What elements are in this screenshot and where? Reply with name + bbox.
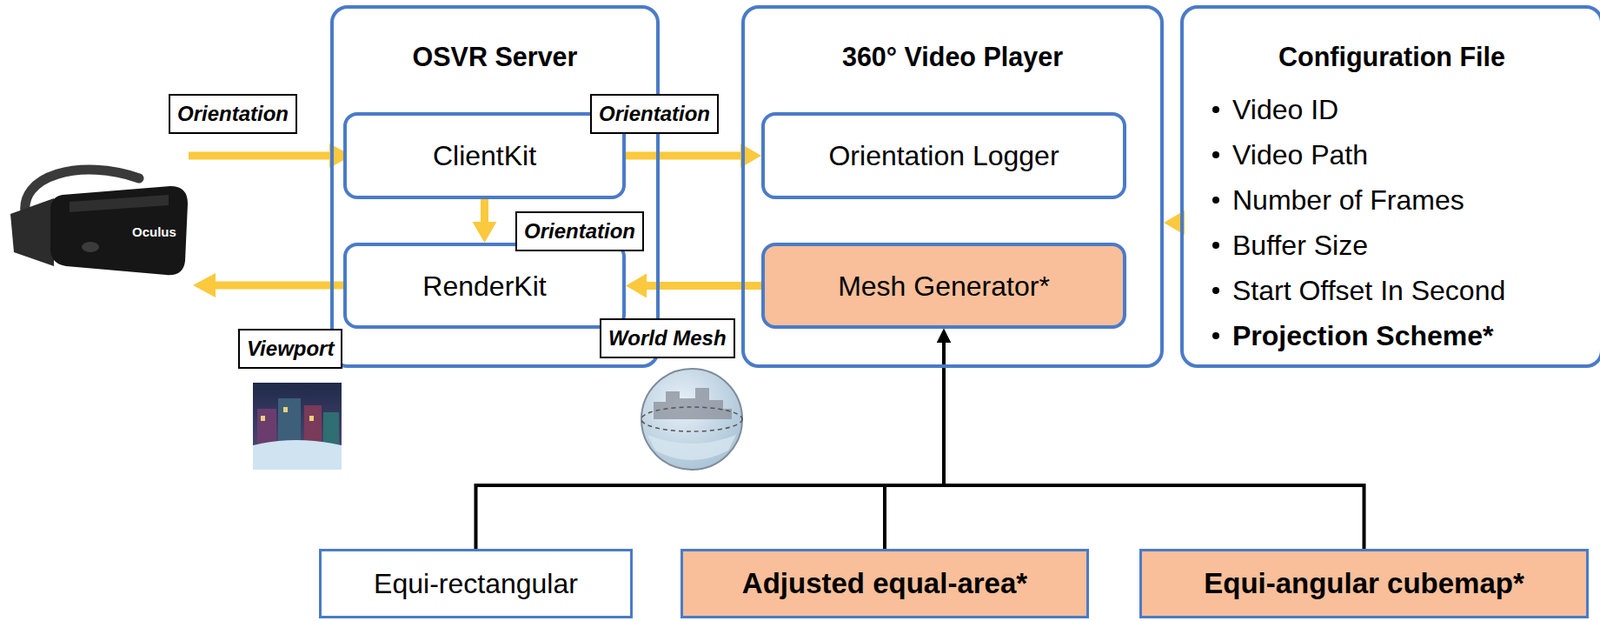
edge-label: World Mesh [608, 325, 727, 352]
vr-headset [10, 169, 188, 275]
arrow-head [936, 328, 951, 343]
config-item: Projection Scheme* [1232, 318, 1494, 352]
module-box: RenderKit [343, 242, 626, 329]
box-label: Equi-angular cubemap* [1203, 566, 1525, 600]
player-container: 360° Video PlayerOrientation LoggerMesh … [741, 5, 1164, 368]
box-label: Equi-rectangular [373, 566, 578, 600]
edge-label: Orientation [524, 218, 636, 245]
bullet-dot [1212, 151, 1220, 159]
config-item: Video Path [1232, 138, 1368, 172]
config-item: Video ID [1232, 92, 1339, 127]
connector-line [476, 340, 945, 549]
world-mesh-sphere [641, 368, 743, 470]
server-container: OSVR ServerClientKitRenderKit [330, 5, 660, 368]
box-label: Mesh Generator* [837, 269, 1050, 303]
signal-label: Orientation [177, 100, 289, 127]
config-item: Start Offset In Second [1232, 273, 1506, 307]
module-box: ClientKit [343, 112, 626, 200]
bullet-row: Buffer Size [1212, 222, 1600, 268]
projection-box: Equi-rectangular [318, 548, 633, 618]
connector-line [480, 199, 489, 224]
brand-logo: Oculus [132, 224, 177, 240]
edge-label: Orientation [598, 100, 711, 127]
container-title: OSVR Server [333, 39, 657, 74]
signal-label: Viewport [246, 335, 334, 362]
viewport-thumbnail [252, 382, 342, 470]
container-title: Configuration File [1183, 39, 1600, 74]
bullet-dot [1212, 196, 1220, 204]
module-box: Orientation Logger [761, 112, 1127, 200]
connector-line [943, 340, 1365, 549]
box-label: Orientation Logger [828, 139, 1059, 173]
bullet-dot [1212, 286, 1220, 294]
container-title: 360° Video Player [744, 39, 1161, 74]
bullet-dot [1212, 106, 1220, 113]
connector-line [884, 340, 944, 549]
bullet-row: Video Path [1212, 132, 1600, 178]
box-label: RenderKit [422, 269, 546, 303]
bullet-row: Video ID [1212, 86, 1600, 133]
viewport-arrow [192, 272, 352, 298]
signal-tag: Orientation [168, 93, 298, 134]
tree-connector [884, 328, 951, 549]
tree-connector [476, 328, 952, 549]
edge-tag: World Mesh [599, 318, 736, 359]
edge-tag: Orientation [515, 211, 644, 252]
signal-tag: Viewport [238, 328, 343, 369]
box-label: ClientKit [432, 139, 537, 173]
config-item: Number of Frames [1232, 183, 1465, 217]
config-item: Buffer Size [1232, 228, 1368, 262]
box-label: Adjusted equal-area* [742, 566, 1028, 600]
connector-line [625, 152, 743, 160]
bullet-dot [1212, 331, 1220, 339]
arrow-head [936, 328, 951, 343]
bullet-dot [1212, 241, 1220, 249]
logo-holder: Oculus [132, 224, 177, 240]
bullet-row: Projection Scheme* [1212, 312, 1600, 359]
projection-box: Equi-angular cubemap* [1139, 548, 1589, 618]
flow-arrow [472, 199, 498, 243]
orientation-arrow [188, 143, 352, 168]
module-box: Mesh Generator* [761, 242, 1127, 329]
projection-box: Adjusted equal-area* [680, 548, 1089, 618]
bullet-row: Number of Frames [1212, 177, 1600, 223]
arrow-head [625, 273, 647, 299]
tree-connector [936, 328, 1365, 549]
config-box: Configuration FileVideo ID Video PathNumb… [1180, 5, 1600, 368]
edge-tag: Orientation [590, 93, 719, 134]
arrow-head [472, 221, 498, 243]
bullet-row: Start Offset In Second [1212, 267, 1600, 313]
arrow-head [936, 328, 951, 343]
